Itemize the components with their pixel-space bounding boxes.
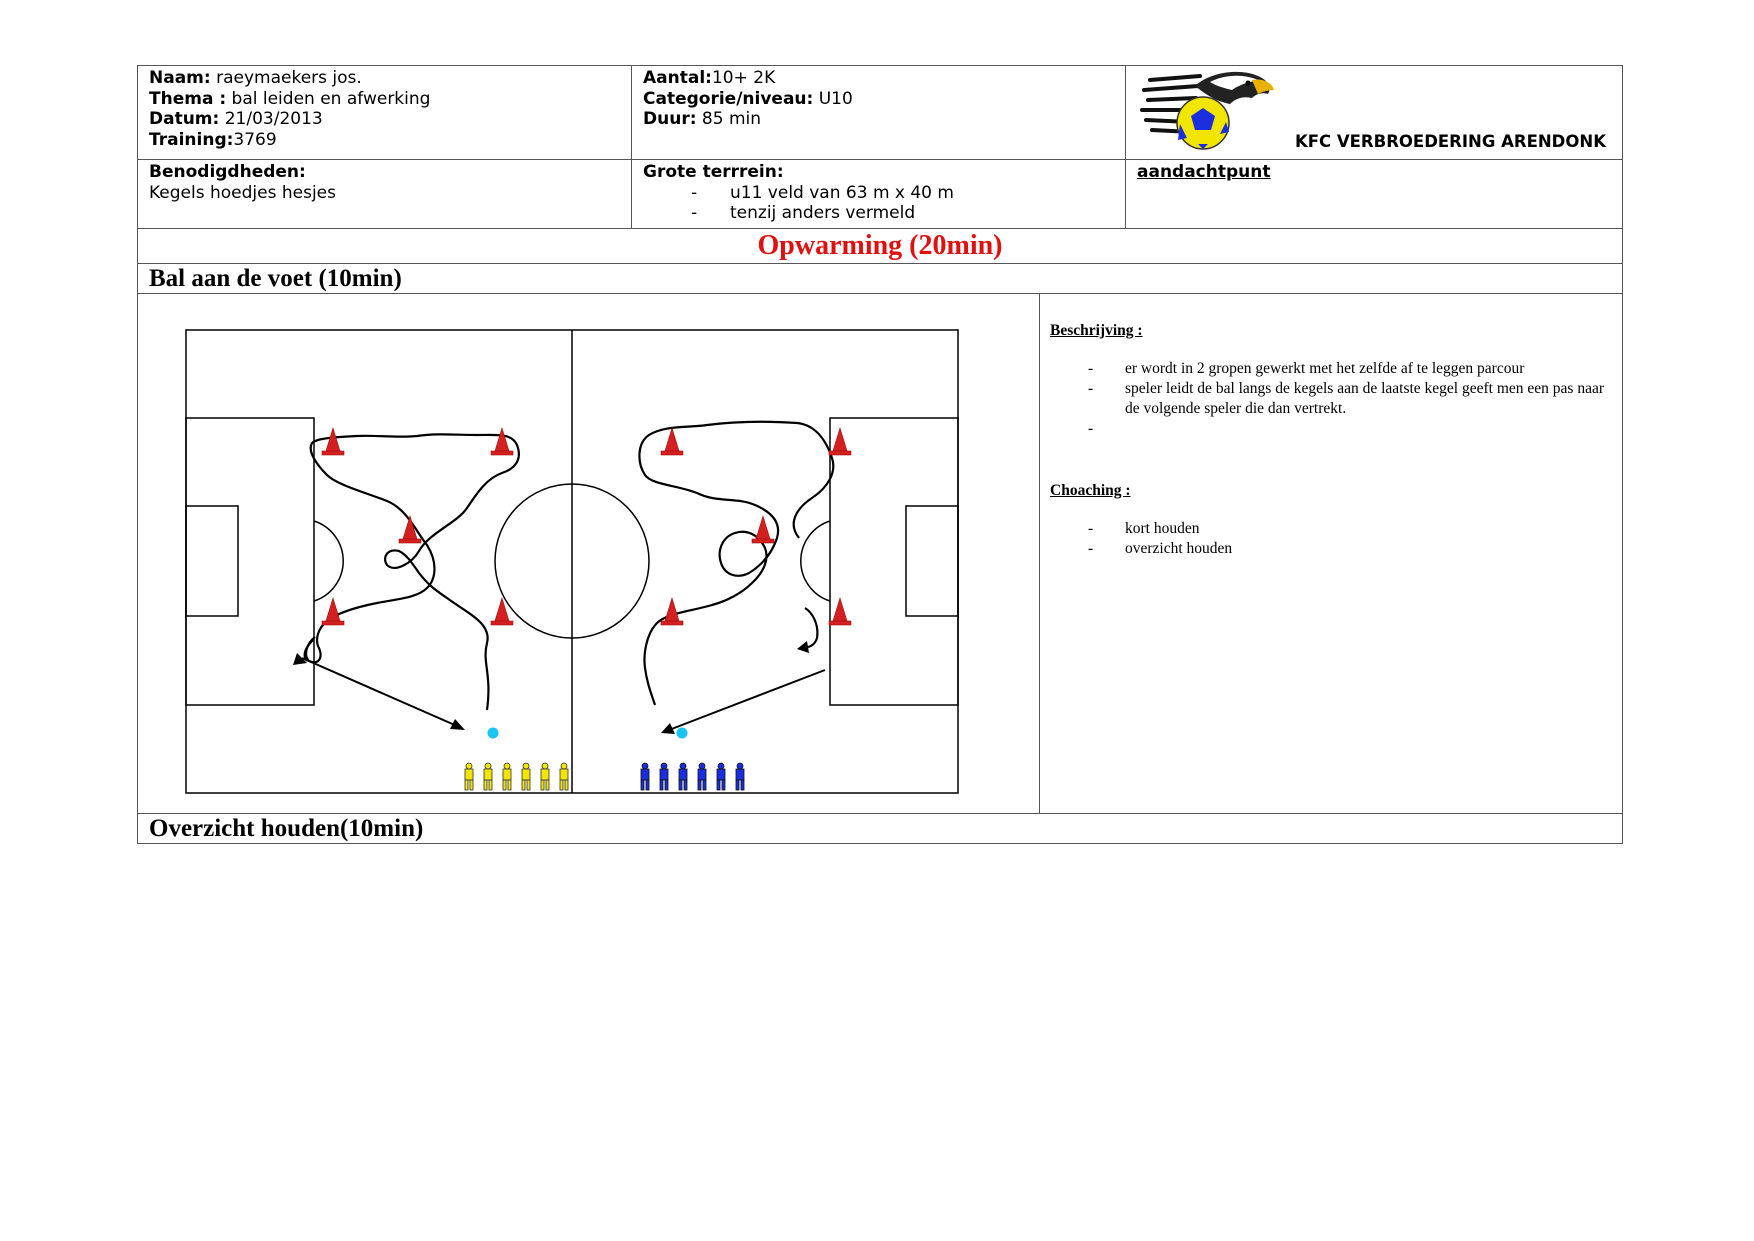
benodigdheden-label: Benodigdheden: xyxy=(149,162,306,182)
cone-base xyxy=(751,538,775,544)
cone-group xyxy=(321,426,852,626)
section-title: Opwarming (20min) xyxy=(137,228,1623,264)
dribble-path-left xyxy=(305,433,520,711)
cone xyxy=(325,426,341,452)
cone-base xyxy=(660,620,684,626)
cone xyxy=(494,426,510,452)
thema-label: Thema : xyxy=(149,88,227,109)
player-blue xyxy=(640,762,650,791)
exercise1-description-cell: Beschrijving : er wordt in 2 gropen gewe… xyxy=(1039,293,1623,814)
player-blue xyxy=(697,762,707,791)
pass-arrowhead-left xyxy=(450,719,465,730)
dribble-return-right xyxy=(800,607,819,650)
right-goal-area xyxy=(905,505,959,617)
ball-left xyxy=(487,727,499,739)
aandachtpunt-label: aandachtpunt xyxy=(1137,162,1271,182)
cone xyxy=(755,514,771,540)
player-blue xyxy=(735,762,745,791)
benodigdheden-value: Kegels hoedjes hesjes xyxy=(149,182,336,203)
dribble-return-left xyxy=(303,639,314,662)
thema-value: bal leiden en afwerking xyxy=(226,88,431,109)
terrein-item: tenzij anders vermeld xyxy=(643,203,1114,224)
exercise2-title: Overzicht houden(10min) xyxy=(137,813,1623,844)
cone-base xyxy=(321,450,345,456)
cone-base xyxy=(660,450,684,456)
training-sheet: Naam: raeymaekers jos. Thema : bal leide… xyxy=(137,65,1623,844)
beschrijving-heading: Beschrijving : xyxy=(1050,322,1143,339)
pass-arrow-left xyxy=(301,657,458,727)
training-label: Training: xyxy=(149,129,234,150)
coaching-list: kort houden overzicht houden xyxy=(1050,519,1612,559)
cone xyxy=(664,426,680,452)
player-yellow xyxy=(521,762,531,791)
duur-value: 85 min xyxy=(696,109,761,129)
info-cell-field: Grote terrrein: u11 veld van 63 m x 40 m… xyxy=(631,159,1126,229)
right-penalty-arc xyxy=(800,520,831,602)
left-goal-area xyxy=(185,505,239,617)
coaching-item: kort houden xyxy=(1050,519,1612,539)
cone xyxy=(832,426,848,452)
info-cell-attention: aandachtpunt xyxy=(1125,159,1623,229)
naam-label: Naam: xyxy=(149,68,211,88)
info-cell-materials: Benodigdheden: Kegels hoedjes hesjes xyxy=(137,159,632,229)
player-yellow xyxy=(464,762,474,791)
right-penalty-area xyxy=(829,417,959,706)
datum-label: Datum: xyxy=(149,109,220,129)
duur-label: Duur: xyxy=(643,109,697,129)
player-yellow xyxy=(502,762,512,791)
left-penalty-arc xyxy=(313,520,344,602)
pass-arrowhead-right xyxy=(661,723,675,734)
datum-value: 21/03/2013 xyxy=(219,109,323,129)
cone-base xyxy=(828,450,852,456)
player-yellow xyxy=(540,762,550,791)
cone xyxy=(832,596,848,622)
beschrijving-item xyxy=(1050,419,1612,439)
player-blue xyxy=(659,762,669,791)
beschrijving-item: speler leidt de bal langs de kegels aan … xyxy=(1050,379,1612,419)
beschrijving-list: er wordt in 2 gropen gewerkt met het zel… xyxy=(1050,359,1612,439)
ball-right xyxy=(676,727,688,739)
club-logo xyxy=(1140,71,1274,150)
terrein-list: u11 veld van 63 m x 40 m tenzij anders v… xyxy=(643,183,1114,224)
team-blue-players xyxy=(640,762,745,791)
header-cell-group: Aantal:10+ 2K Categorie/niveau: U10 Duur… xyxy=(631,65,1126,160)
dribble-path-right xyxy=(638,420,835,706)
terrein-label: Grote terrrein: xyxy=(643,162,784,182)
naam-value: raeymaekers jos. xyxy=(210,68,362,88)
pitch-diagram xyxy=(185,329,959,794)
cone-base xyxy=(398,538,422,544)
player-blue xyxy=(678,762,688,791)
return-arrowhead-left xyxy=(293,653,307,665)
coaching-item: overzicht houden xyxy=(1050,539,1612,559)
pass-arrow-right xyxy=(668,669,826,731)
club-name: KFC VERBROEDERING ARENDONK xyxy=(1294,132,1606,151)
header-cell-trainer: Naam: raeymaekers jos. Thema : bal leide… xyxy=(137,65,632,160)
player-blue xyxy=(716,762,726,791)
exercise1-diagram-cell xyxy=(137,293,1040,814)
cone-base xyxy=(321,620,345,626)
player-yellow xyxy=(483,762,493,791)
header-cell-club: KFC VERBROEDERING ARENDONK xyxy=(1125,65,1623,160)
categorie-label: Categorie/niveau: xyxy=(643,88,814,109)
beschrijving-item: er wordt in 2 gropen gewerkt met het zel… xyxy=(1050,359,1612,379)
cone-base xyxy=(490,620,514,626)
terrein-item: u11 veld van 63 m x 40 m xyxy=(643,183,1114,204)
aantal-value: 10+ 2K xyxy=(711,68,776,88)
player-yellow xyxy=(559,762,569,791)
team-yellow-players xyxy=(464,762,569,791)
coaching-heading: Choaching : xyxy=(1050,482,1131,499)
categorie-value: U10 xyxy=(813,88,853,109)
return-arrowhead-right xyxy=(797,641,809,653)
training-value: 3769 xyxy=(233,129,277,150)
cone xyxy=(325,596,341,622)
cone-base xyxy=(490,450,514,456)
exercise1-title: Bal aan de voet (10min) xyxy=(137,263,1623,294)
aantal-label: Aantal: xyxy=(643,68,712,88)
center-circle xyxy=(494,483,650,639)
cone xyxy=(664,596,680,622)
cone-base xyxy=(828,620,852,626)
